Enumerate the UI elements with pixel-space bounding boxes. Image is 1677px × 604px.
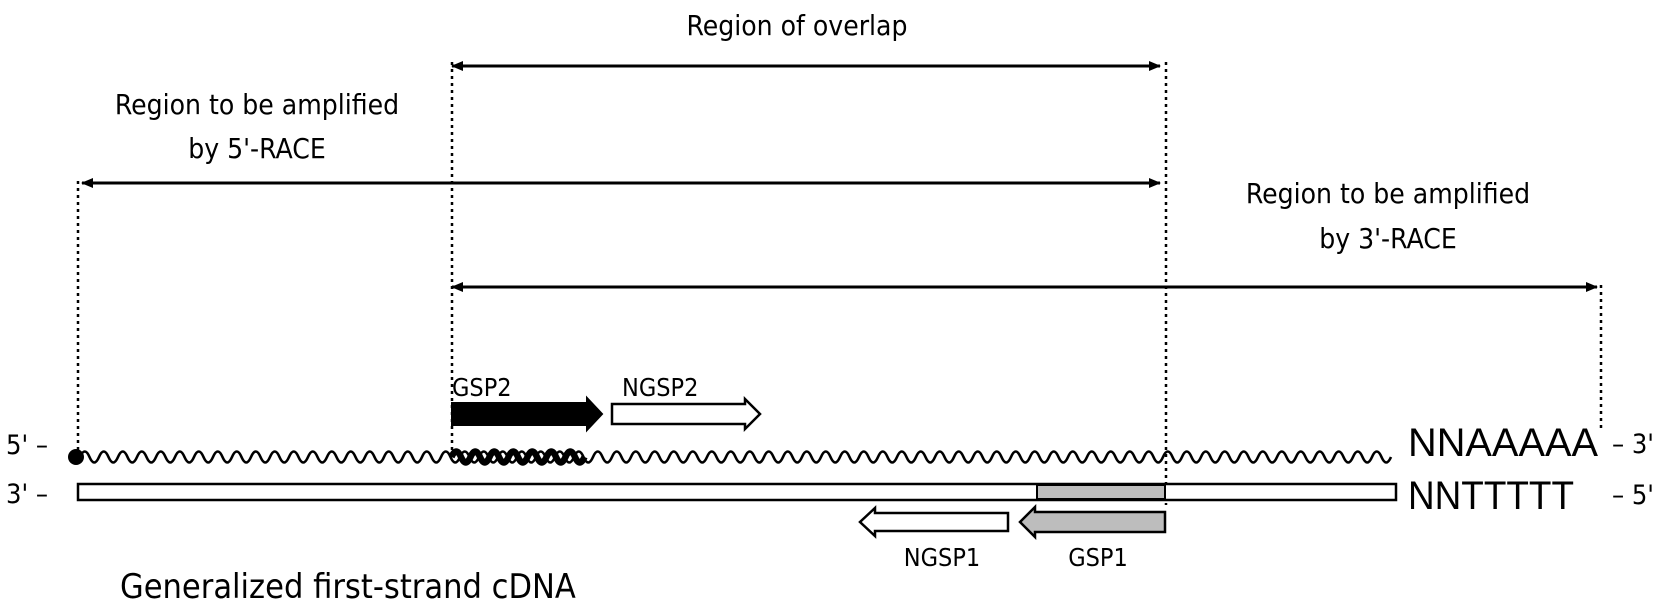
gsp1-label: GSP1 — [1068, 543, 1128, 572]
ngsp1-label: NGSP1 — [904, 543, 980, 572]
bottom-strand-5prime: – 5' — [1612, 480, 1654, 511]
race3-label-line2: by 3'-RACE — [1319, 222, 1457, 255]
race5-label-line2: by 5'-RACE — [188, 132, 326, 165]
bottom-strand-bar — [76, 482, 1398, 502]
gsp2-binding-site — [448, 448, 588, 466]
diagram-caption: Generalized first-strand cDNA — [120, 567, 576, 604]
overlap-label: Region of overlap — [687, 9, 908, 42]
gsp1-binding-site — [1036, 484, 1166, 500]
bottom-strand-3prime: 3' – — [6, 479, 48, 510]
ngsp1-primer-arrow — [858, 505, 1010, 539]
race5-label-line1: Region to be amplified — [115, 88, 399, 121]
gsp2-label: GSP2 — [452, 373, 512, 402]
gsp1-primer-arrow — [1018, 503, 1167, 541]
top-strand-wave — [78, 450, 1393, 464]
top-strand-3prime: – 3' — [1612, 429, 1654, 460]
race3-label-line1: Region to be amplified — [1246, 177, 1530, 210]
ngsp2-primer-arrow — [610, 395, 762, 433]
gsp2-primer-arrow — [451, 395, 604, 433]
ngsp2-label: NGSP2 — [622, 373, 698, 402]
top-strand-polya: NNAAAAA — [1408, 421, 1598, 465]
top-strand-cap — [68, 449, 84, 465]
top-strand-5prime: 5' – — [6, 430, 48, 461]
bottom-strand-oligo-dt: NNTTTTT — [1408, 474, 1574, 518]
